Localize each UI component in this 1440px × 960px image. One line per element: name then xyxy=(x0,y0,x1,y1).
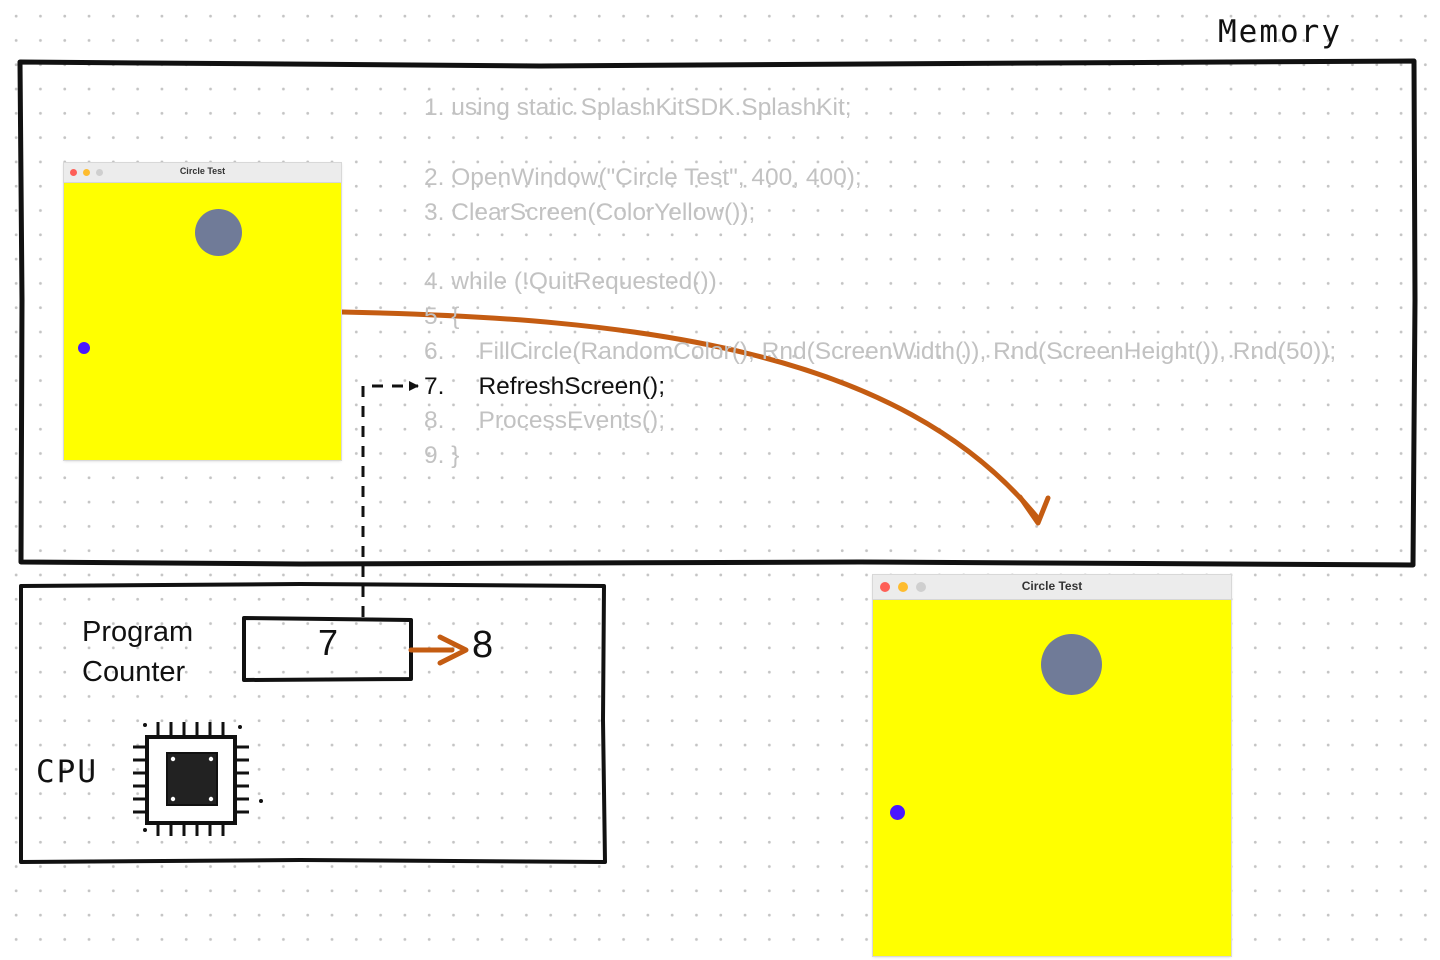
program-counter-value: 7 xyxy=(317,622,339,663)
maximize-icon[interactable] xyxy=(916,582,926,592)
cpu-box xyxy=(19,582,607,864)
screen-window: Circle Test xyxy=(873,575,1231,956)
program-counter-next-value: 8 xyxy=(472,624,494,666)
cpu-chip-icon xyxy=(133,722,263,836)
code-line-9: 9. } xyxy=(424,442,460,469)
small-circle xyxy=(890,805,905,820)
screen-window-titlebar: Circle Test xyxy=(873,575,1231,600)
memory-window-titlebar: Circle Test xyxy=(64,163,341,183)
code-line-4: 4. while (!QuitRequested()) xyxy=(424,268,717,295)
cpu-label: CPU xyxy=(36,754,98,790)
minimize-icon[interactable] xyxy=(898,582,908,592)
maximize-icon[interactable] xyxy=(96,169,103,176)
memory-window-title: Circle Test xyxy=(179,166,226,176)
program-counter-box xyxy=(242,616,413,682)
code-line-1: 1. using static SplashKitSDK.SplashKit; xyxy=(424,94,852,121)
large-circle xyxy=(1041,634,1102,695)
close-icon[interactable] xyxy=(880,582,890,592)
memory-window: Circle Test xyxy=(64,163,341,460)
refresh-arrow-head xyxy=(1017,494,1051,526)
close-icon[interactable] xyxy=(70,169,77,176)
refresh-arrow xyxy=(339,309,1039,519)
minimize-icon[interactable] xyxy=(83,169,90,176)
program-counter-pointer xyxy=(361,381,419,617)
code-line-2: 2. OpenWindow("Circle Test", 400, 400); xyxy=(424,164,862,191)
small-circle xyxy=(78,342,90,354)
memory-label: Memory xyxy=(1218,14,1342,50)
memory-box xyxy=(17,58,1418,568)
large-circle xyxy=(195,209,242,256)
code-line-5: 5. { xyxy=(424,303,460,330)
program-counter-label: Program Counter xyxy=(82,616,194,688)
screen-window-title: Circle Test xyxy=(1021,579,1083,593)
code-line-7: 7. RefreshScreen(); xyxy=(424,373,666,400)
code-line-8: 8. ProcessEvents(); xyxy=(424,407,666,434)
code-line-3: 3. ClearScreen(ColorYellow()); xyxy=(424,199,756,226)
increment-arrow-head xyxy=(437,634,469,666)
code-line-6: 6. FillCircle(RandomColor(), Rnd(ScreenW… xyxy=(424,338,1337,365)
